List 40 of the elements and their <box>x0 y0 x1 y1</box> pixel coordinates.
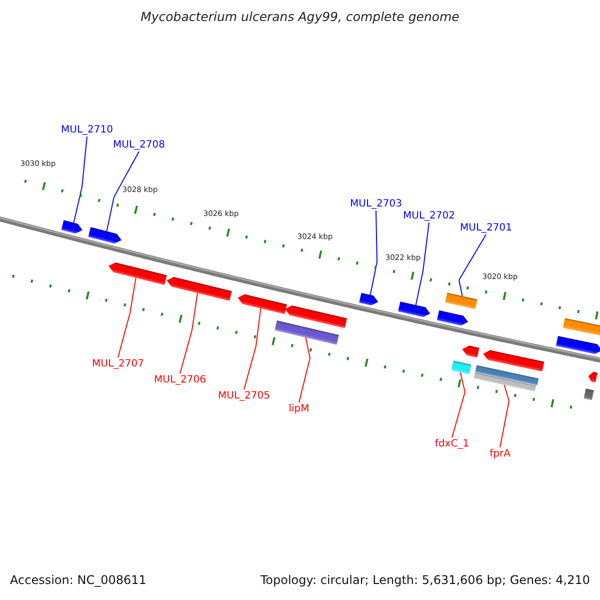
gene-feature <box>88 227 122 244</box>
gene-label: MUL_2706 <box>154 374 206 386</box>
feature-bar <box>445 292 478 310</box>
gene-label: MUL_2701 <box>460 222 512 234</box>
feature-bar <box>562 318 600 337</box>
gene-label: MUL_2710 <box>61 124 113 136</box>
gene-feature <box>238 294 287 314</box>
gene-label: MUL_2705 <box>218 390 270 402</box>
feature-bar <box>274 320 339 345</box>
gene-feature <box>462 346 480 358</box>
accession-text: Accession: NC_008611 <box>10 574 146 588</box>
leader-line <box>73 136 88 224</box>
leader-line <box>458 234 486 296</box>
gene-label: fprA <box>490 448 510 460</box>
leader-line <box>370 210 378 296</box>
gene-label: MUL_2708 <box>113 140 165 150</box>
leader-line <box>452 372 466 438</box>
gene-label: MUL_2703 <box>350 198 402 210</box>
gene-feature <box>556 336 600 354</box>
gene-label: MUL_2702 <box>403 210 455 222</box>
gene-feature <box>61 220 82 234</box>
feature-bar <box>584 388 594 400</box>
gene-feature <box>483 350 544 372</box>
leader-line <box>244 308 262 390</box>
feature-bar <box>451 360 472 374</box>
leader-line <box>298 336 311 403</box>
leader-line <box>106 151 140 232</box>
genome-info-text: Topology: circular; Length: 5,631,606 bp; Genes: 4,210 <box>260 574 590 588</box>
gene-feature <box>588 372 598 383</box>
leader-line <box>118 277 136 358</box>
gene-label: MUL_2707 <box>92 358 144 370</box>
leader-line <box>500 384 510 448</box>
gene-label: fdxC_1 <box>434 438 470 450</box>
gene-label: lipM <box>288 404 310 414</box>
gene-feature <box>108 262 167 285</box>
feature-bar <box>474 372 536 392</box>
title: Mycobacterium ulcerans Agy99, complete genome <box>140 10 460 24</box>
leader-line <box>415 222 430 306</box>
leader-line <box>180 292 198 374</box>
gene-feature <box>166 276 232 301</box>
